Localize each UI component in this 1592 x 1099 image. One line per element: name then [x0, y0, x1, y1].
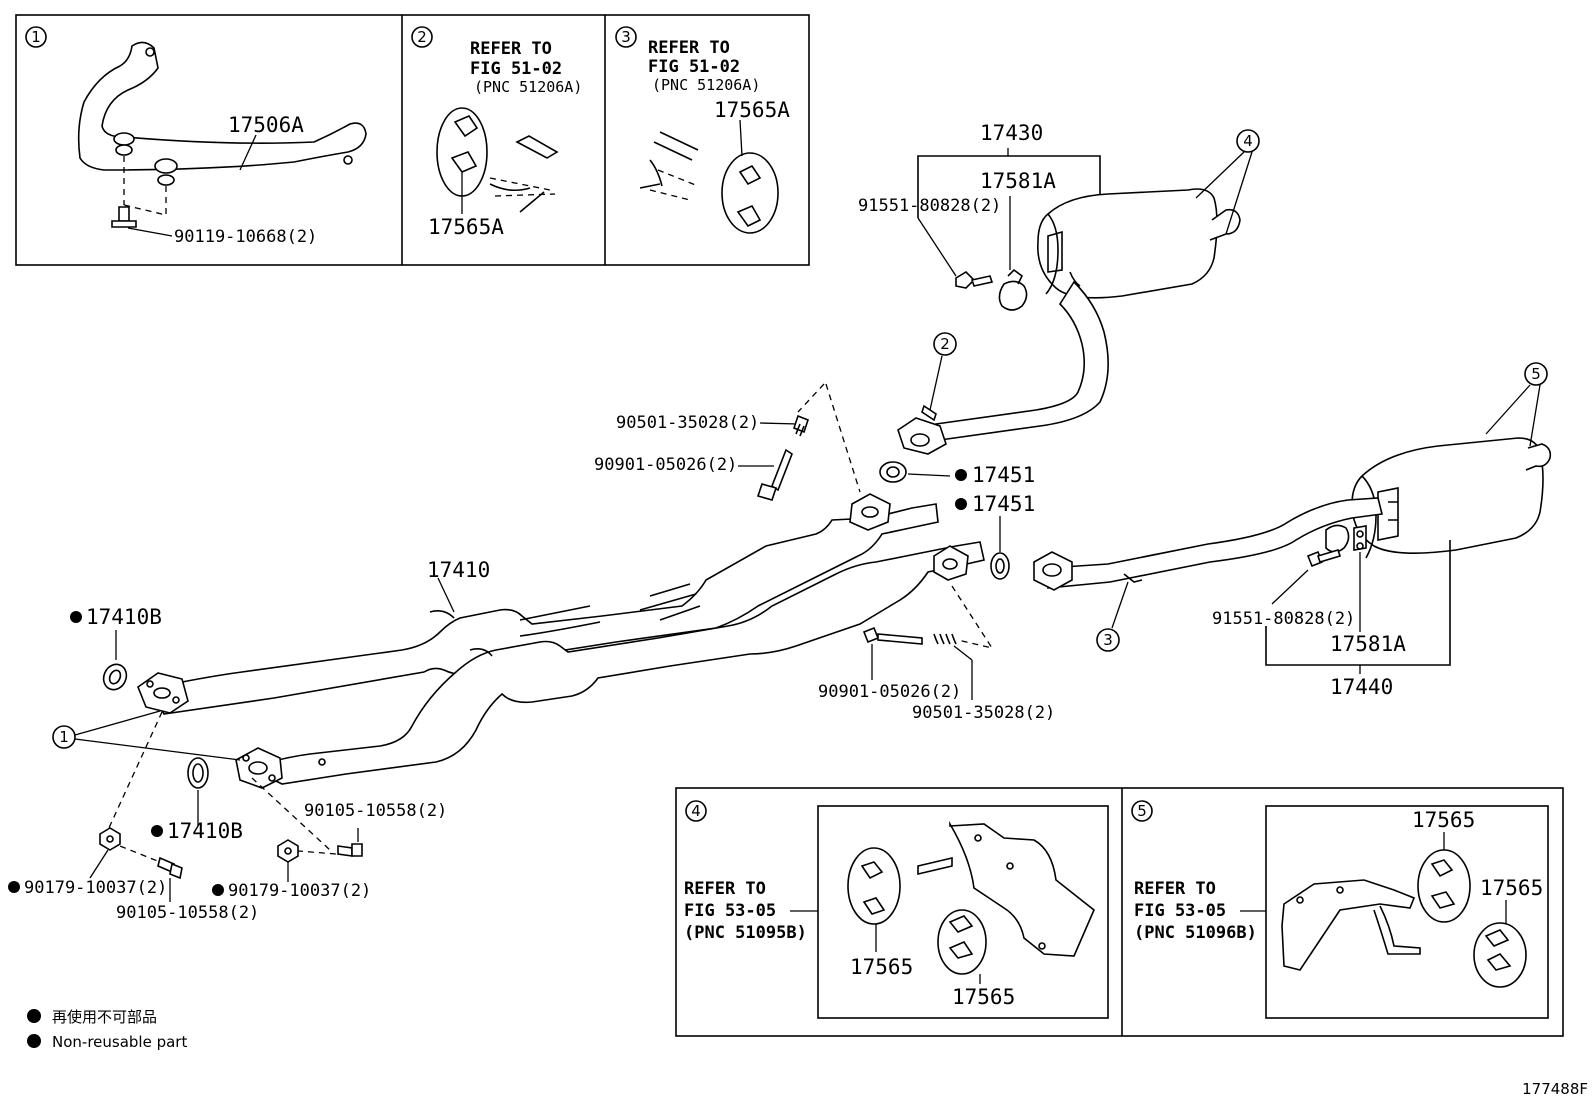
part-17581A-bottom: 17581A [1330, 632, 1406, 656]
part-17565-inset5-a: 17565 [1412, 808, 1475, 832]
inset-3-callout: 3 [621, 28, 631, 46]
callout-3-label: 3 [1103, 631, 1113, 649]
center-joint-fasteners-lower: 90901-05026(2) 90501-35028(2) [818, 585, 1055, 723]
figure-id: 177488F [1522, 1080, 1588, 1098]
part-17410B-lower: 17410B [167, 819, 243, 843]
part-90501-35028-bottom: 90501-35028(2) [912, 703, 1055, 723]
part-90179-10037-left: 90179-10037(2) [24, 878, 167, 898]
center-joint-fasteners: 90501-35028(2) 90901-05026(2) [594, 383, 861, 501]
inset-5-refer: REFER TO [1134, 879, 1216, 899]
gasket-17451-lower: 17451 [955, 492, 1035, 580]
legend-jp: 再使用不可部品 [52, 1008, 157, 1026]
part-90179-10037-right: 90179-10037(2) [228, 881, 371, 901]
inset-5-callout: 5 [1137, 802, 1147, 820]
part-17410B-upper: 17410B [86, 605, 162, 629]
part-17451-upper: 17451 [972, 463, 1035, 487]
inset-frames-top [15, 14, 810, 266]
callout-2-label: 2 [940, 335, 950, 353]
callout-5-label: 5 [1531, 365, 1541, 383]
inset-2: 2 REFER TO FIG 51-02 (PNC 51206A) 17565A [411, 26, 582, 239]
legend: 再使用不可部品 Non-reusable part [27, 1008, 187, 1051]
part-17410: 17410 [427, 558, 490, 582]
part-91551-80828-bottom: 91551-80828(2) [1212, 609, 1355, 629]
gasket-17451-upper: 17451 [879, 461, 1035, 487]
part-17581A-top: 17581A [980, 169, 1056, 193]
gasket-17410B-upper: 17410B [70, 605, 162, 691]
inset-1: 1 17506A 90119-10668(2) [25, 26, 367, 247]
inset-4-refer: REFER TO [684, 879, 766, 899]
inset-5: 5 REFER TO FIG 53-05 (PNC 51096B) 17565 … [1131, 800, 1543, 988]
part-17565-inset4-b: 17565 [952, 985, 1015, 1009]
legend-en: Non-reusable part [52, 1033, 187, 1051]
part-90501-35028-top: 90501-35028(2) [616, 413, 759, 433]
front-fasteners: 90179-10037(2) 90105-10558(2) 90179-1003… [8, 711, 447, 923]
part-17565A-inset2: 17565A [428, 215, 504, 239]
part-90105-10558-left: 90105-10558(2) [116, 903, 259, 923]
part-90105-10558-right: 90105-10558(2) [304, 801, 447, 821]
inset-frames-bottom [675, 787, 1564, 1037]
inset-3: 3 REFER TO FIG 51-02 (PNC 51206A) 17565A [615, 26, 790, 234]
inset-4-callout: 4 [691, 802, 701, 820]
gasket-17410B-lower: 17410B [151, 757, 243, 843]
part-90119-10668: 90119-10668(2) [174, 227, 317, 247]
part-17565A-inset3: 17565A [714, 98, 790, 122]
part-90901-05026-top: 90901-05026(2) [594, 455, 737, 475]
inset-4-pnc: (PNC 51095B) [684, 923, 807, 943]
front-pipe-17410: 17410 [137, 493, 985, 789]
inset-3-pnc: (PNC 51206A) [652, 76, 760, 94]
part-17565-inset5-b: 17565 [1480, 876, 1543, 900]
inset-5-fig: FIG 53-05 [1134, 901, 1226, 921]
inset-4: 4 REFER TO FIG 53-05 (PNC 51095B) 17565 … [684, 800, 1095, 1009]
part-91551-80828-top: 91551-80828(2) [858, 196, 1001, 216]
center-pipe-17430: 17430 17581A 91551-80828(2) 2 4 [858, 121, 1260, 455]
part-90901-05026-bottom: 90901-05026(2) [818, 682, 961, 702]
inset-2-fig: FIG 51-02 [470, 59, 562, 79]
callout-1-label: 1 [59, 728, 69, 746]
inset-3-refer: REFER TO [648, 38, 730, 58]
part-17440: 17440 [1330, 675, 1393, 699]
part-17430: 17430 [980, 121, 1043, 145]
part-17451-lower: 17451 [972, 492, 1035, 516]
inset-2-callout: 2 [417, 28, 427, 46]
callout-1-main: 1 [52, 710, 241, 761]
inset-1-callout: 1 [31, 28, 41, 46]
inset-2-pnc: (PNC 51206A) [474, 78, 582, 96]
part-17506A: 17506A [228, 113, 304, 137]
inset-3-fig: FIG 51-02 [648, 57, 740, 77]
inset-4-fig: FIG 53-05 [684, 901, 776, 921]
inset-2-refer: REFER TO [470, 39, 552, 59]
part-17565-inset4-a: 17565 [850, 955, 913, 979]
rear-pipe-17440: 3 91551-80828(2) 17581A 17440 5 [1033, 362, 1552, 699]
callout-4-label: 4 [1243, 132, 1253, 150]
inset-5-pnc: (PNC 51096B) [1134, 923, 1257, 943]
